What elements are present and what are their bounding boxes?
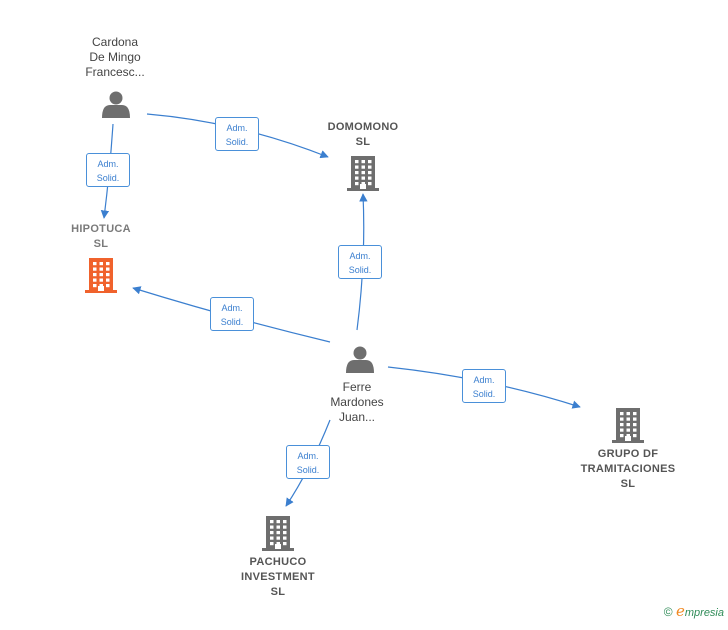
label-line: GRUPO DF (597, 448, 659, 460)
node-label-domomono[interactable]: DOMOMONO SL (318, 120, 408, 150)
label-line: SL (355, 136, 371, 148)
label-line: De Mingo (89, 50, 141, 64)
badge-line: Adm. (297, 451, 319, 461)
badge-line: Solid. (348, 265, 372, 275)
edge-badge-ferre-domomono[interactable]: Adm. Solid. (338, 245, 382, 279)
badge-line: Solid. (220, 317, 244, 327)
label-line: Francesc... (85, 65, 145, 79)
copyright-icon: © (663, 605, 673, 619)
label-line: Mardones (330, 395, 384, 409)
building-icon[interactable] (612, 408, 644, 443)
label-line: INVESTMENT (241, 571, 315, 583)
edge-badge-ferre-pachuco[interactable]: Adm. Solid. (286, 445, 330, 479)
node-label-cardona[interactable]: Cardona De Mingo Francesc... (72, 35, 158, 80)
badge-line: Solid. (96, 173, 120, 183)
badge-line: Adm. (221, 303, 243, 313)
badge-line: Solid. (225, 137, 249, 147)
edge-lines (100, 113, 581, 507)
badge-line: Solid. (296, 465, 320, 475)
label-line: Ferre (342, 380, 372, 394)
badge-line: Adm. (349, 251, 371, 261)
label-line: SL (620, 478, 636, 490)
person-icon[interactable] (346, 346, 374, 374)
node-label-pachuco[interactable]: PACHUCO INVESTMENT SL (232, 555, 324, 600)
brand-logo-initial: e (675, 602, 685, 620)
badge-line: Adm. (97, 159, 119, 169)
label-line: PACHUCO (249, 556, 307, 568)
footer-brand[interactable]: © empresia (664, 602, 724, 620)
badge-line: Adm. (226, 123, 248, 133)
node-label-grupo[interactable]: GRUPO DF TRAMITACIONES SL (574, 447, 682, 492)
label-line: Juan... (338, 410, 376, 424)
edge-badge-ferre-grupo[interactable]: Adm. Solid. (462, 369, 506, 403)
person-icon[interactable] (102, 91, 130, 119)
node-label-hipotuca[interactable]: HIPOTUCA SL (56, 222, 146, 252)
label-line: TRAMITACIONES (580, 463, 676, 475)
node-icons (85, 91, 644, 551)
edge-badge-ferre-hipotuca[interactable]: Adm. Solid. (210, 297, 254, 331)
label-line: SL (270, 586, 286, 598)
edge-badge-cardona-domomono[interactable]: Adm. Solid. (215, 117, 259, 151)
node-label-ferre[interactable]: Ferre Mardones Juan... (314, 380, 400, 425)
building-icon[interactable] (347, 156, 379, 191)
building-icon[interactable] (85, 258, 117, 293)
label-line: DOMOMONO (327, 121, 399, 133)
label-line: SL (93, 238, 109, 250)
badge-line: Solid. (472, 389, 496, 399)
building-icon[interactable] (262, 516, 294, 551)
edge-badge-cardona-hipotuca[interactable]: Adm. Solid. (86, 153, 130, 187)
label-line: Cardona (91, 35, 139, 49)
brand-logo-text: mpresia (684, 607, 724, 619)
label-line: HIPOTUCA (71, 223, 131, 235)
badge-line: Adm. (473, 375, 495, 385)
